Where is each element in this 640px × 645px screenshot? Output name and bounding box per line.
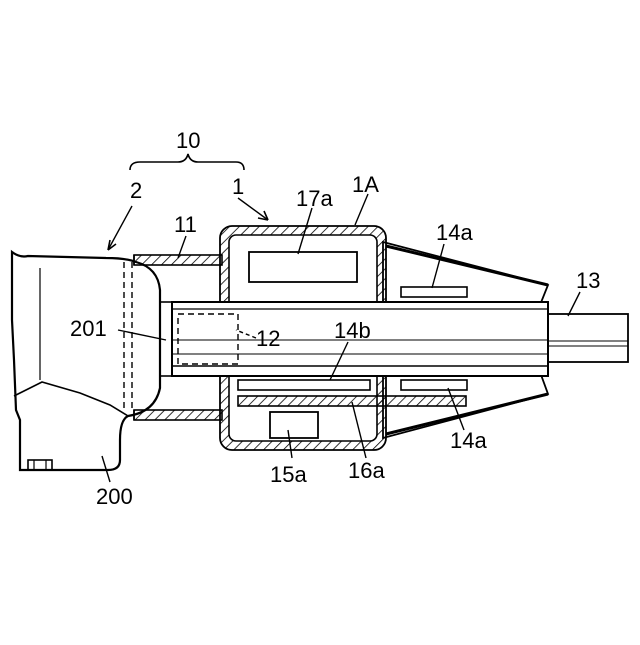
device-hidden-edges [124, 262, 132, 412]
device-200 [12, 252, 160, 470]
label-15a: 15a [270, 462, 307, 487]
label-11: 11 [174, 212, 197, 237]
label-16a: 16a [348, 458, 385, 483]
label-2: 2 [130, 178, 142, 203]
label-1A: 1A [352, 172, 379, 197]
component-14b [238, 380, 370, 390]
label-10: 10 [176, 128, 200, 153]
component-15a [270, 412, 318, 438]
label-200: 200 [96, 484, 133, 509]
component-17a [249, 252, 357, 282]
label-14a-top: 14a [436, 220, 473, 245]
label-201: 201 [70, 316, 107, 341]
label-13: 13 [576, 268, 600, 293]
label-14a-bottom: 14a [450, 428, 487, 453]
component-14a-top [401, 287, 467, 297]
component-14a-bottom [401, 380, 467, 390]
label-17a: 17a [296, 186, 333, 211]
brace-10 [130, 154, 244, 170]
label-12: 12 [256, 326, 280, 351]
label-1: 1 [232, 174, 244, 199]
label-14b: 14b [334, 318, 371, 343]
cable-13 [540, 314, 628, 362]
